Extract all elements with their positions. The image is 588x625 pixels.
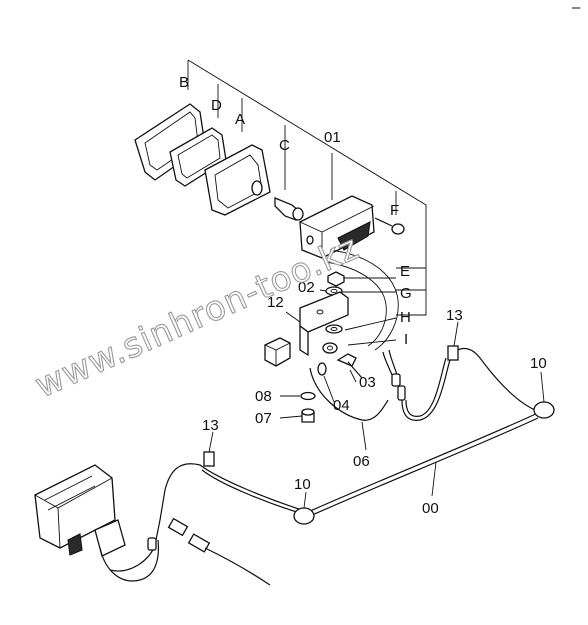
label-10a: 10: [530, 355, 547, 372]
mount-arc-inner: [325, 261, 387, 347]
label-10b: 10: [294, 476, 311, 493]
label-07: 07: [255, 410, 272, 427]
bolt-07: [301, 408, 315, 423]
label-12: 12: [267, 294, 284, 311]
bracket-12: [299, 291, 349, 357]
label-08: 08: [255, 388, 272, 405]
label-c: C: [279, 137, 290, 154]
washer-h: [325, 324, 343, 334]
screw-f: [374, 217, 405, 235]
label-04: 04: [333, 397, 350, 414]
label-i: I: [404, 331, 408, 348]
wire-06: [309, 367, 389, 421]
label-d: D: [211, 97, 222, 114]
clip-13a: [447, 345, 459, 361]
clamp-10a: [533, 401, 555, 419]
nut-04: [317, 362, 327, 376]
label-b: B: [179, 74, 189, 91]
label-a: A: [235, 111, 245, 128]
lower-lamp: [34, 464, 160, 582]
label-01: 01: [324, 129, 341, 146]
wire-harness: [109, 345, 555, 586]
nut-i: [322, 342, 338, 354]
label-02: 02: [298, 279, 315, 296]
lamp-body-01: [299, 195, 375, 259]
bulb-c: [274, 197, 304, 221]
corner-mark: –: [572, 0, 581, 16]
label-06: 06: [353, 453, 370, 470]
nut-e: [327, 271, 345, 287]
label-h: H: [400, 309, 411, 326]
label-00: 00: [422, 500, 439, 517]
clip-13b: [203, 451, 215, 467]
label-g: G: [400, 285, 412, 302]
callout-labels: B D A C 01 F E 02 G 12 H I 13 10 08 03 0…: [179, 74, 547, 517]
label-e: E: [400, 263, 410, 280]
washer-08: [300, 391, 316, 401]
label-13b: 13: [202, 417, 219, 434]
label-03: 03: [359, 374, 376, 391]
label-f: F: [390, 202, 399, 219]
label-13a: 13: [446, 307, 463, 324]
mount-arc: [329, 249, 399, 351]
rubber-block: [264, 337, 291, 367]
callout-pointers: [208, 289, 545, 509]
clamp-10b: [293, 507, 315, 525]
lamp-housing-a: [204, 144, 271, 216]
bolt-03: [336, 353, 363, 379]
